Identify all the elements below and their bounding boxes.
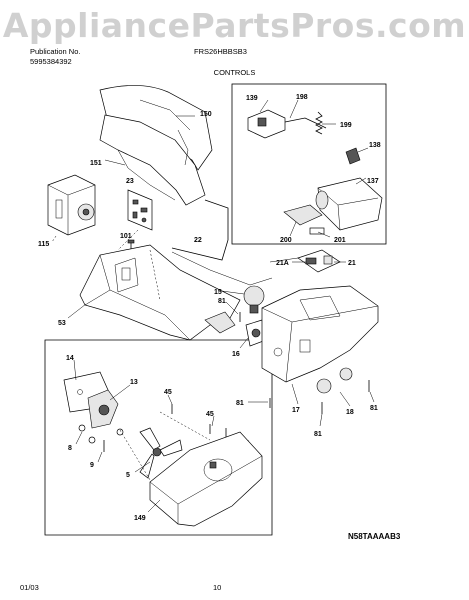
- air-duct-part: [99, 85, 213, 206]
- callout-150: 150: [200, 111, 212, 118]
- callout-81-a: 81: [218, 298, 226, 305]
- door-switch-part: [316, 367, 353, 394]
- fan-assembly-box: [44, 339, 273, 536]
- footer-date: 01/03: [20, 583, 39, 592]
- callout-201: 201: [334, 237, 346, 244]
- wire-harness-part: [171, 199, 229, 261]
- knob-part: [283, 204, 323, 226]
- inset-box: [231, 83, 387, 245]
- wire-harness-lead: [171, 251, 273, 286]
- damper-control-part: [47, 174, 96, 236]
- callout-137: 137: [367, 178, 379, 185]
- callout-17: 17: [292, 407, 300, 414]
- control-board-part: [127, 189, 153, 231]
- callout-9: 9: [90, 462, 94, 469]
- callout-22: 22: [194, 237, 202, 244]
- lamp-socket-part: [245, 319, 267, 347]
- switch-part: [297, 249, 341, 273]
- clip-part: [345, 147, 361, 165]
- callout-115: 115: [38, 241, 49, 248]
- callout-21a: 21A: [276, 260, 289, 267]
- callout-139: 139: [246, 95, 258, 102]
- callout-200: 200: [280, 237, 292, 244]
- publication-number: 5995384392: [30, 57, 72, 66]
- callout-199: 199: [340, 122, 352, 129]
- grommet-part: [78, 424, 86, 432]
- publication-label: Publication No.: [30, 47, 81, 56]
- insert-part: [309, 227, 325, 235]
- callout-101: 101: [120, 233, 132, 240]
- grommet-part: [116, 428, 124, 436]
- callout-23: 23: [126, 178, 134, 185]
- callout-21: 21: [348, 260, 356, 267]
- callout-15: 15: [214, 289, 222, 296]
- grommet-part: [88, 436, 96, 444]
- model-number: FRS26HBBSB3: [194, 47, 247, 56]
- callout-81-b: 81: [236, 400, 244, 407]
- page-number: 10: [213, 583, 222, 592]
- callout-45-b: 45: [206, 411, 214, 418]
- capillary-tube: [284, 117, 327, 129]
- callout-151: 151: [90, 160, 102, 167]
- thermostat-housing-part: [315, 177, 383, 231]
- callout-16: 16: [232, 351, 240, 358]
- callout-81-c: 81: [314, 431, 322, 438]
- callout-53: 53: [58, 320, 66, 327]
- fan-cover-part: [149, 431, 263, 527]
- callout-18: 18: [346, 409, 354, 416]
- thermostat-part: [247, 109, 286, 139]
- callout-8: 8: [68, 445, 72, 452]
- callout-81-d: 81: [370, 405, 378, 412]
- control-housing-part: [79, 244, 241, 341]
- callout-13: 13: [130, 379, 138, 386]
- callout-138: 138: [369, 142, 381, 149]
- callout-5: 5: [126, 472, 130, 479]
- light-housing-part: [261, 285, 379, 383]
- diagram-code: N58TAAAAB3: [348, 532, 401, 541]
- lamp-bulb-part: [243, 285, 265, 314]
- fan-blade-part: [139, 427, 183, 479]
- section-title: CONTROLS: [213, 68, 256, 77]
- callout-45-a: 45: [164, 389, 172, 396]
- callout-149: 149: [134, 515, 146, 522]
- callout-198: 198: [296, 94, 308, 101]
- spring-part: [315, 111, 323, 135]
- callout-14: 14: [66, 355, 74, 362]
